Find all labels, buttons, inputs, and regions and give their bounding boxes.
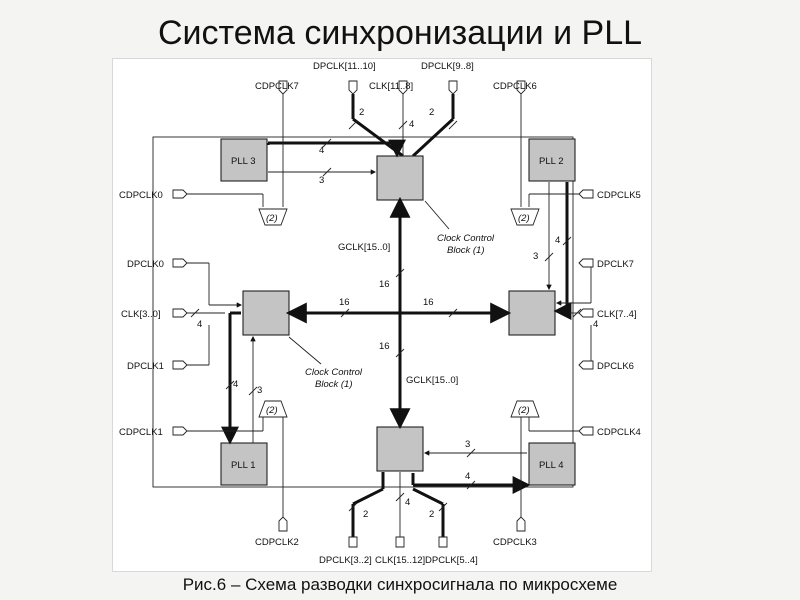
dpclk0-pin: [172, 258, 188, 268]
mux-top-left: [258, 208, 288, 226]
bus-width-gclk-bottom: 16: [379, 341, 390, 352]
cdpclk3-label: CDPCLK3: [493, 537, 537, 548]
pll2-block: [528, 138, 576, 182]
cdpclk7-label: CDPCLK7: [255, 81, 299, 92]
clock-control-block-top: [376, 155, 424, 201]
cdpclk6-label: CDPCLK6: [493, 81, 537, 92]
clk11-8-label: CLK[11..8]: [369, 81, 413, 92]
clock-network-diagram: PLL 3 PLL 2 PLL 1 PLL 4 (2) (2) (2) (2) …: [112, 58, 652, 572]
bus-width-pll3-3: 3: [319, 175, 324, 186]
bus-width-pll2-3: 3: [533, 251, 538, 262]
dpclk11-10-pin: [348, 80, 358, 95]
mux-bottom-left: [258, 400, 288, 418]
cdpclk5-pin: [578, 189, 594, 199]
mux-top-right-label: (2): [518, 213, 530, 224]
gclk-top-label: GCLK[15..0]: [338, 242, 390, 253]
dpclk11-10-label: DPCLK[11..10]: [313, 61, 376, 72]
clock-control-block-left: [242, 290, 290, 336]
dpclk9-8-bend: [411, 117, 455, 158]
dpclk9-8-label: DPCLK[9..8]: [421, 61, 474, 72]
gclk-bottom-label: GCLK[15..0]: [406, 375, 458, 386]
clk7-4-pin: [578, 308, 594, 318]
clock-control-block-right: [508, 290, 556, 336]
bus-width-pll3-4: 4: [319, 145, 324, 156]
mux-bottom-right-label: (2): [518, 405, 530, 416]
dpclk7-pin: [578, 258, 594, 268]
bus-width-clk11-8: 4: [409, 119, 414, 130]
dpclk1-label: DPCLK1: [127, 361, 164, 372]
dpclk0-label: DPCLK0: [127, 259, 164, 270]
dpclk5-4-label: DPCLK[5..4]: [425, 555, 478, 566]
routing-ring: [152, 136, 574, 488]
bus-width-dpclk3-2: 2: [363, 509, 368, 520]
bus-width-pll4-4: 4: [465, 471, 470, 482]
pll1-block: [220, 442, 268, 486]
pll2-label: PLL 2: [539, 156, 563, 167]
clk11-8-pin: [398, 80, 408, 95]
bus-width-pll1-4: 4: [233, 379, 238, 390]
ccb-left-line2: Block (1): [315, 379, 352, 390]
clk15-12-label: CLK[15..12]: [375, 555, 425, 566]
bus-width-clk3-0: 4: [197, 319, 202, 330]
mux-bottom-right: [510, 400, 540, 418]
mux-bottom-left-label: (2): [266, 405, 278, 416]
dpclk7-label: DPCLK7: [597, 259, 634, 270]
cdpclk7-pin: [278, 80, 288, 95]
dpclk3-2-label: DPCLK[3..2]: [319, 555, 372, 566]
pll3-block: [220, 138, 268, 182]
bus-width-pll4-3: 3: [465, 439, 470, 450]
cdpclk1-label: CDPCLK1: [119, 427, 163, 438]
clk3-0-label: CLK[3..0]: [121, 309, 161, 320]
mux-top-left-label: (2): [266, 213, 278, 224]
ccb-left-line1: Clock Control: [305, 367, 363, 378]
cdpclk4-pin: [578, 426, 594, 436]
bus-width-gclk-right: 16: [423, 297, 434, 308]
dpclk6-label: DPCLK6: [597, 361, 634, 372]
dpclk9-8-pin: [448, 80, 458, 95]
slide-title: Система синхронизации и PLL: [157, 14, 643, 52]
clk3-0-pin: [172, 308, 188, 318]
bus-width-gclk-top: 16: [379, 279, 390, 290]
ccb-top-line2: Block (1): [447, 245, 484, 256]
pll3-label: PLL 3: [231, 156, 255, 167]
cdpclk2-label: CDPCLK2: [255, 537, 299, 548]
dpclk3-2-pin: [348, 536, 358, 548]
bus-width-pll1-3: 3: [257, 385, 262, 396]
pll4-label: PLL 4: [539, 460, 563, 471]
clk15-12-pin: [395, 536, 405, 548]
cdpclk2-pin: [278, 516, 288, 532]
cdpclk0-label: CDPCLK0: [119, 190, 163, 201]
clk7-4-label: CLK[7..4]: [597, 309, 637, 320]
cdpclk3-pin: [516, 516, 526, 532]
clock-control-block-bottom: [376, 426, 424, 472]
cdpclk1-pin: [172, 426, 188, 436]
cdpclk5-label: CDPCLK5: [597, 190, 641, 201]
mux-top-right: [510, 208, 540, 226]
bus-width-dpclk5-4: 2: [429, 509, 434, 520]
bus-width-dpclk11-10: 2: [359, 107, 364, 118]
ccb-top-line1: Clock Control: [437, 233, 495, 244]
diagram-canvas: PLL 3 PLL 2 PLL 1 PLL 4 (2) (2) (2) (2) …: [119, 61, 641, 566]
bus-width-dpclk9-8: 2: [429, 107, 434, 118]
bus-width-clk7-4: 4: [593, 319, 598, 330]
pll4-block: [528, 442, 576, 486]
pll1-label: PLL 1: [231, 460, 255, 471]
figure-caption: Рис.6 – Схема разводки синхросигнала по …: [182, 575, 618, 594]
dpclk1-pin: [172, 360, 188, 370]
cdpclk6-pin: [516, 80, 526, 95]
bus-width-pll2-4: 4: [555, 235, 560, 246]
cdpclk0-pin: [172, 189, 188, 199]
bus-width-gclk-left: 16: [339, 297, 350, 308]
cdpclk4-label: CDPCLK4: [597, 427, 641, 438]
dpclk6-pin: [578, 360, 594, 370]
dpclk5-4-pin: [438, 536, 448, 548]
bus-width-clk15-12: 4: [405, 497, 410, 508]
